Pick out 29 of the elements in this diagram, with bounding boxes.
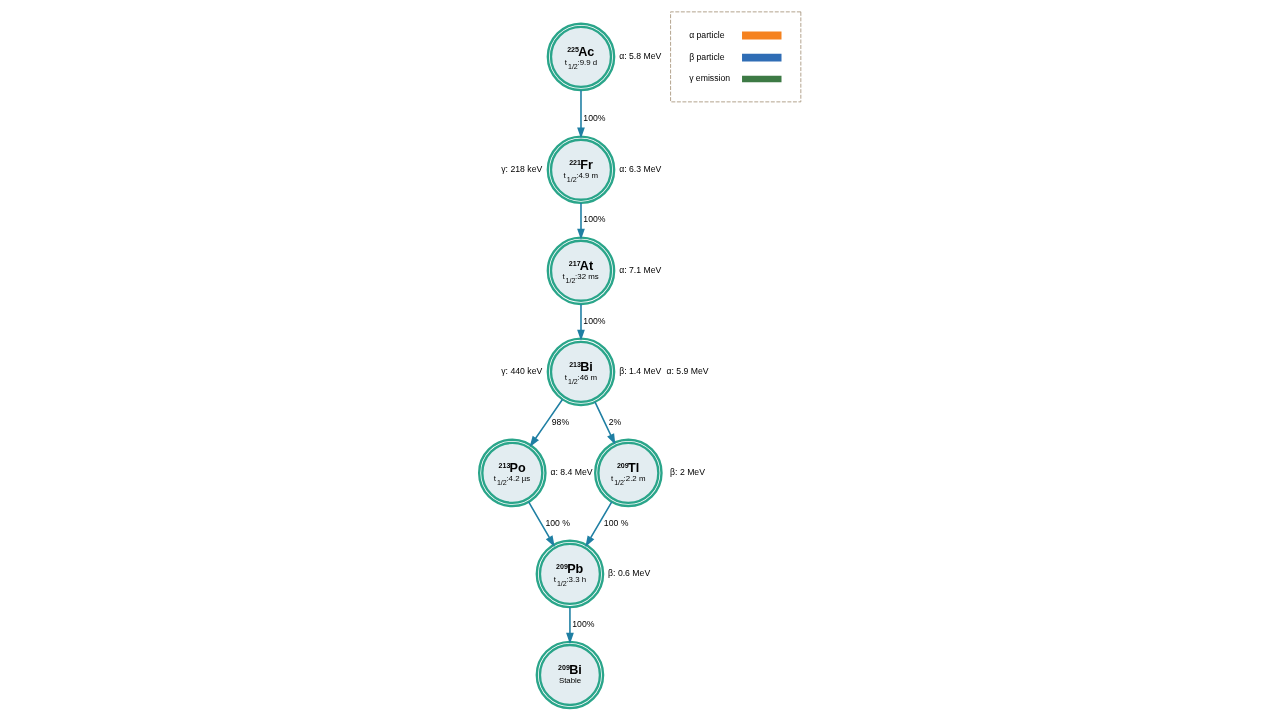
- arrow: [585, 501, 613, 547]
- arrow: [577, 89, 585, 139]
- node-label: β: 2 MeV: [670, 467, 705, 478]
- arrow: [577, 202, 585, 240]
- node-label: β: 1.4 MeV: [619, 366, 662, 377]
- node-label: γ: 440 keV: [501, 366, 543, 377]
- node-label: α: 7.1 MeV: [619, 265, 662, 276]
- arrow: [527, 501, 555, 547]
- node-label: α: 6.3 MeV: [619, 163, 662, 174]
- arrow: [566, 606, 574, 644]
- edge-label: 98%: [551, 416, 570, 427]
- node-label: β: 0.6 MeV: [608, 568, 651, 579]
- legend-label: α particle: [689, 29, 725, 40]
- node-label: α: 5.9 MeV: [666, 366, 709, 377]
- edge-label: 100 %: [603, 517, 629, 528]
- edge-label: 100%: [583, 315, 606, 326]
- arrow: [529, 398, 564, 448]
- edge-label: 100%: [572, 618, 595, 629]
- legend-label: γ emission: [689, 73, 731, 84]
- edge-label: 100%: [583, 214, 606, 225]
- edge-label: 100 %: [545, 517, 570, 528]
- edge-label: 100%: [583, 113, 606, 124]
- node-label: α: 8.4 MeV: [550, 467, 593, 478]
- arrow: [577, 303, 585, 341]
- node-label: γ: 218 keV: [501, 163, 543, 174]
- arrow: [594, 401, 616, 445]
- legend-label: β particle: [689, 51, 725, 62]
- node-label: α: 5.8 MeV: [619, 51, 662, 62]
- edge-label: 2%: [608, 416, 622, 427]
